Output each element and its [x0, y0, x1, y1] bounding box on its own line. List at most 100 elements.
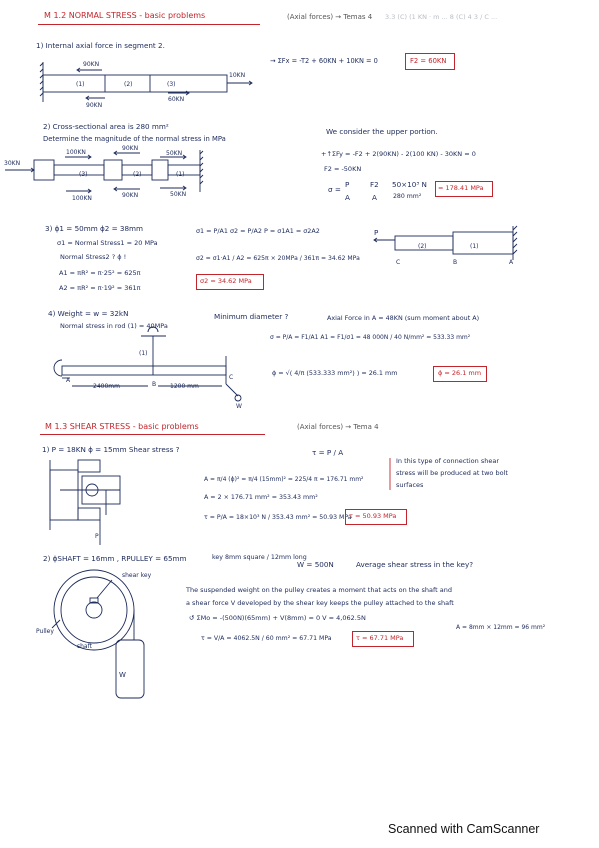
- shear-1-equation: A = π/4 (ϕ)² = π/4 (15mm)² = 225/4 π = 1…: [204, 476, 364, 483]
- segment-label: (1): [76, 81, 85, 88]
- diagram-label: shaft: [77, 643, 92, 650]
- shear-2-question: 2) ϕSHAFT = 16mm , RPULLEY = 65mm: [43, 554, 187, 563]
- diagram-label: B: [152, 381, 157, 388]
- force-label: 30KN: [4, 160, 21, 167]
- problem-3-line: 3) ϕ1 = 50mm ϕ2 = 38mm: [45, 224, 144, 233]
- section-title-normal-stress: M 1.2 NORMAL STRESS - basic problems: [44, 11, 206, 20]
- problem-2-equation: F2 = -50KN: [324, 165, 362, 173]
- problem-3-line: A1 = πR² = π·25² = 625π: [59, 269, 141, 277]
- problem-4-line: Normal stress in rod (1) = 40MPa: [60, 322, 168, 330]
- shear-1-note: In this type of connection shear: [396, 457, 499, 465]
- problem-3-answer-box: [196, 274, 264, 290]
- dimension-label: 2400mm: [93, 383, 120, 390]
- force-label: 60KN: [168, 96, 185, 103]
- problem-4-answer-box: [433, 366, 487, 382]
- fraction-num: P: [345, 180, 350, 189]
- force-label: 90KN: [86, 102, 103, 109]
- diagram-label: shear key: [122, 572, 152, 579]
- problem-1-answer: F2 = 60KN: [410, 57, 447, 65]
- problem-3-line: Normal Stress2 ? ϕ !: [60, 253, 127, 261]
- shear-2-equation: τ = V/A = 4062.5N / 60 mm² = 67.71 MPa: [201, 635, 332, 642]
- shear-2-weight: W = 500N: [297, 560, 334, 569]
- problem-1-equation: → ΣFx = -T2 + 60KN + 10KN = 0: [270, 57, 378, 65]
- shear-2-answer-box: [352, 631, 414, 647]
- segment-label: (2): [418, 243, 427, 250]
- shear-2-text: The suspended weight on the pulley creat…: [186, 586, 452, 594]
- force-label: 90KN: [122, 145, 139, 152]
- shear-2-aside: A = 8mm × 12mm = 96 mm²: [456, 624, 546, 631]
- problem-2-equation: σ =: [328, 185, 341, 194]
- segment-label: (2): [124, 81, 133, 88]
- section-reference: (Axial forces) → Tema 4: [297, 423, 379, 431]
- fraction-den: A: [345, 193, 350, 202]
- problem-1-answer-box: [405, 53, 455, 70]
- section-reference-faint: 3.3 (C) (1 KN · m ... 8 (C) 4 3 / C ...: [385, 13, 498, 21]
- section-title-shear-stress: M 1.3 SHEAR STRESS - basic problems: [45, 422, 199, 431]
- shear-1-equation: A = 2 × 176.71 mm² = 353.43 mm²: [204, 494, 318, 501]
- problem-3-answer: σ2 = 34.62 MPa: [200, 277, 252, 285]
- diagram-label: W: [236, 403, 242, 410]
- diagram-label: W: [119, 671, 126, 679]
- problem-2-equation: +↑ΣFy = -F2 + 2(90KN) - 2(100 KN) - 30KN…: [321, 150, 476, 158]
- force-label: 100KN: [66, 149, 86, 156]
- problem-2-answer-box: [435, 181, 493, 197]
- shear-1-note: stress will be produced at two bolt: [396, 469, 508, 477]
- section-reference: (Axial forces) → Temas 4: [287, 13, 373, 21]
- problem-4-answer: ϕ = 26.1 mm: [438, 369, 482, 377]
- dimension-label: 1200 mm: [170, 383, 199, 390]
- shear-1-clevis-diagram: [49, 459, 121, 545]
- problem-3-equation: σ2 = σ1·A1 / A2 = 625π × 20MPa / 361π = …: [196, 255, 360, 262]
- segment-label: (1): [470, 243, 479, 250]
- problem-2-question: 2) Cross-sectional area is 280 mm²: [43, 122, 169, 131]
- diagram-label: P: [95, 533, 99, 540]
- problem-4-equation: σ = P/A = F1/A1 A1 = F1/σ1 = 48 000N / 4…: [270, 334, 471, 341]
- fraction-den: A: [372, 193, 377, 202]
- segment-label: (1): [139, 350, 148, 357]
- section-underline: [38, 24, 260, 25]
- force-label: 90KN: [122, 192, 139, 199]
- problem-1-question: 1) Internal axial force in segment 2.: [36, 41, 165, 50]
- section-underline: [40, 434, 265, 435]
- diagram-label: A: [66, 377, 71, 384]
- shear-1-question: 1) P = 18KN ϕ = 15mm Shear stress ?: [42, 445, 180, 454]
- problem-2-question-line2: Determine the magnitude of the normal st…: [43, 135, 226, 143]
- fraction-den: 280 mm²: [393, 193, 422, 200]
- segment-label: (1): [176, 171, 185, 178]
- segment-label: (2): [133, 171, 142, 178]
- problem-3-equation: σ1 = P/A1 σ2 = P/A2 P = σ1A1 = σ2A2: [196, 227, 320, 235]
- diagram-label: B: [453, 259, 458, 266]
- problem-3-line: σ1 = Normal Stress1 = 20 MPa: [57, 239, 158, 247]
- diagram-label: C: [396, 259, 401, 266]
- shear-2-question-avg: Average shear stress in the key?: [356, 560, 474, 569]
- problem-4-beam-diagram: [53, 326, 242, 402]
- diagram-label: Pulley: [36, 628, 54, 635]
- force-label: 100KN: [72, 195, 92, 202]
- problem-4-note: Axial Force in A = 48KN (sum moment abou…: [327, 314, 480, 322]
- problem-4-equation: ϕ = √( 4/π (533.333 mm²) ) = 26.1 mm: [272, 369, 398, 377]
- shear-1-formula: τ = P / A: [312, 448, 344, 457]
- force-label: 10KN: [229, 72, 246, 79]
- problem-2-answer: = 178.41 MPa: [438, 184, 484, 192]
- diagram-label: A: [509, 259, 514, 266]
- fraction-num: F2: [370, 180, 379, 189]
- shear-1-answer: τ = 50.93 MPa: [349, 512, 397, 520]
- scanner-watermark: Scanned with CamScanner: [388, 822, 540, 836]
- shear-2-text: a shear force V developed by the shear k…: [186, 599, 454, 607]
- problem-3-bar-diagram: [373, 225, 518, 260]
- shear-2-key: key 8mm square / 12mm long: [212, 554, 307, 561]
- segment-label: (3): [167, 81, 176, 88]
- force-label: 50KN: [170, 191, 187, 198]
- problem-2-bar-diagram: [5, 150, 204, 194]
- diagram-label: C: [229, 374, 234, 381]
- shear-1-equation: τ = P/A = 18×10³ N / 353.43 mm² = 50.93 …: [204, 514, 352, 521]
- fraction-num: 50×10³ N: [392, 180, 427, 189]
- shear-1-answer-box: [345, 509, 407, 525]
- problem-4-mid: Minimum diameter ?: [214, 312, 289, 321]
- problem-3-line: A2 = πR² = π·19² = 361π: [59, 284, 141, 292]
- problem-1-bar-diagram: [39, 62, 253, 102]
- shear-2-answer: τ = 67.71 MPa: [356, 634, 404, 642]
- problem-4-line: 4) Weight = w = 32kN: [48, 309, 129, 318]
- force-label: 90KN: [83, 61, 100, 68]
- segment-label: (3): [79, 171, 88, 178]
